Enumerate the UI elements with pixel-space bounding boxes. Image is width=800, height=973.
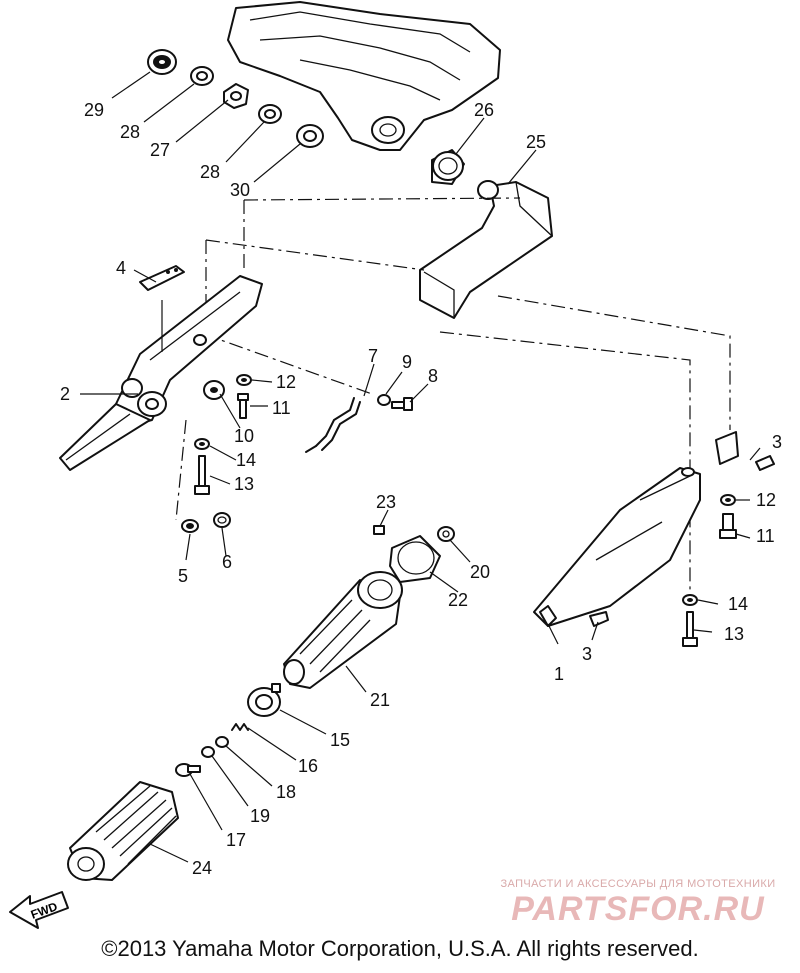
part-14-washer-right xyxy=(682,594,698,606)
label-12-right: 12 xyxy=(756,490,776,510)
label-30: 30 xyxy=(230,180,250,200)
part-28-washer-lower xyxy=(258,104,282,124)
part-17-screw xyxy=(175,763,201,777)
label-17: 17 xyxy=(226,830,246,850)
label-3-upper: 3 xyxy=(772,432,782,452)
part-10-bushing xyxy=(203,380,225,400)
label-6: 6 xyxy=(222,552,232,572)
engine-bracket xyxy=(227,1,501,151)
label-7: 7 xyxy=(368,346,378,366)
part-3-screw-lower xyxy=(589,611,609,627)
part-21-throttle-shaft xyxy=(283,571,403,689)
label-9: 9 xyxy=(402,352,412,372)
label-2: 2 xyxy=(60,384,70,404)
label-1: 1 xyxy=(554,664,564,684)
part-13-bolt-right xyxy=(682,611,698,647)
label-29: 29 xyxy=(84,100,104,120)
part-23-screw xyxy=(373,525,385,535)
label-10: 10 xyxy=(234,426,254,446)
part-22-collar xyxy=(389,535,441,583)
label-11-left: 11 xyxy=(272,398,291,418)
label-25: 25 xyxy=(526,132,546,152)
leader-lines xyxy=(80,71,761,863)
label-4: 4 xyxy=(116,258,126,278)
part-28-washer-upper xyxy=(190,66,214,86)
label-20: 20 xyxy=(470,562,490,582)
part-15-end-cap xyxy=(247,683,281,717)
part-11-bolt-right xyxy=(719,513,737,539)
part-18-washer xyxy=(215,736,229,748)
part-13-bolt-left xyxy=(194,455,210,495)
part-14-washer-left xyxy=(194,438,210,450)
part-labels: 29 28 27 28 30 26 25 4 2 12 11 10 14 13 … xyxy=(60,100,782,878)
label-24: 24 xyxy=(192,858,212,878)
part-3-screw-upper xyxy=(755,455,775,471)
part-11-bolt-left xyxy=(237,393,249,419)
label-28-lower: 28 xyxy=(200,162,220,182)
label-21: 21 xyxy=(370,690,390,710)
label-14-left: 14 xyxy=(236,450,256,470)
watermark-tagline: ЗАПЧАСТИ И АКСЕССУАРЫ ДЛЯ МОТОТЕХНИКИ xyxy=(500,878,776,890)
part-26-bushing xyxy=(431,149,465,185)
label-27: 27 xyxy=(150,140,170,160)
label-8: 8 xyxy=(428,366,438,386)
label-12-left: 12 xyxy=(276,372,296,392)
label-19: 19 xyxy=(250,806,270,826)
copyright-notice: ©2013 Yamaha Motor Corporation, U.S.A. A… xyxy=(101,936,699,961)
label-16: 16 xyxy=(298,756,318,776)
label-15: 15 xyxy=(330,730,350,750)
part-25-handle-bracket xyxy=(419,180,553,319)
label-14-right: 14 xyxy=(728,594,748,614)
fwd-arrow-icon: FWD xyxy=(9,891,69,929)
label-23: 23 xyxy=(376,492,396,512)
part-16-spring xyxy=(231,723,249,731)
part-19-washer xyxy=(201,746,215,758)
label-11-right: 11 xyxy=(756,526,775,546)
part-1-tiller-bracket xyxy=(533,431,739,627)
part-27-plate xyxy=(223,83,249,109)
part-5-screw xyxy=(181,519,199,533)
label-13-left: 13 xyxy=(234,474,254,494)
part-6-cap xyxy=(213,512,231,528)
part-20-nut xyxy=(437,526,455,542)
part-9-washer xyxy=(377,394,391,406)
label-26: 26 xyxy=(474,100,494,120)
part-30-washer xyxy=(296,124,324,148)
part-12-washer-right xyxy=(720,494,736,506)
part-29-grommet xyxy=(147,49,177,75)
label-18: 18 xyxy=(276,782,296,802)
label-5: 5 xyxy=(178,566,188,586)
label-28-upper: 28 xyxy=(120,122,140,142)
label-22: 22 xyxy=(448,590,468,610)
part-12-washer-left xyxy=(236,374,252,386)
part-2-tiller-arm xyxy=(59,275,263,471)
part-7-wire-guide xyxy=(305,397,361,453)
part-4-plate xyxy=(139,265,185,291)
label-13-right: 13 xyxy=(724,624,744,644)
label-3-lower: 3 xyxy=(582,644,592,664)
part-24-grip xyxy=(67,781,179,881)
watermark-logo: PARTSFOR.RU xyxy=(511,890,765,928)
part-8-bolt xyxy=(391,397,413,411)
